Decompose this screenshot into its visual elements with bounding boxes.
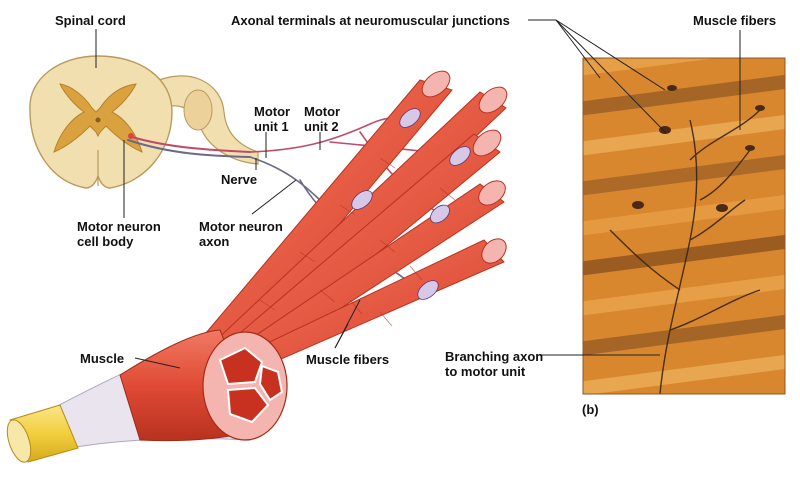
micrograph-panel: [582, 57, 786, 395]
whole-muscle: [6, 329, 288, 463]
label-axonal-terminals: Axonal terminals at neuromuscular juncti…: [231, 13, 510, 28]
muscle-fiber-bundle: [199, 70, 508, 371]
label-muscle-fibers-diagram: Muscle fibers: [306, 352, 390, 367]
leader-lines: [95, 19, 741, 369]
label-panel-b: (b): [582, 402, 599, 417]
label-motor-neuron-cell-body: Motor neuron cell body: [77, 219, 161, 249]
label-spinal-cord: Spinal cord: [55, 13, 126, 28]
label-motor-neuron-axon: Motor neuron axon: [199, 219, 283, 249]
label-branching-axon: Branching axon to motor unit: [445, 349, 544, 379]
spinal-cord-section: [29, 55, 259, 189]
label-motor-unit-1: Motor unit 1: [254, 104, 291, 134]
label-muscle-fibers-photo: Muscle fibers: [693, 13, 777, 28]
label-nerve: Nerve: [221, 172, 258, 187]
label-muscle: Muscle: [80, 351, 125, 366]
label-motor-unit-2: Motor unit 2: [304, 104, 341, 134]
